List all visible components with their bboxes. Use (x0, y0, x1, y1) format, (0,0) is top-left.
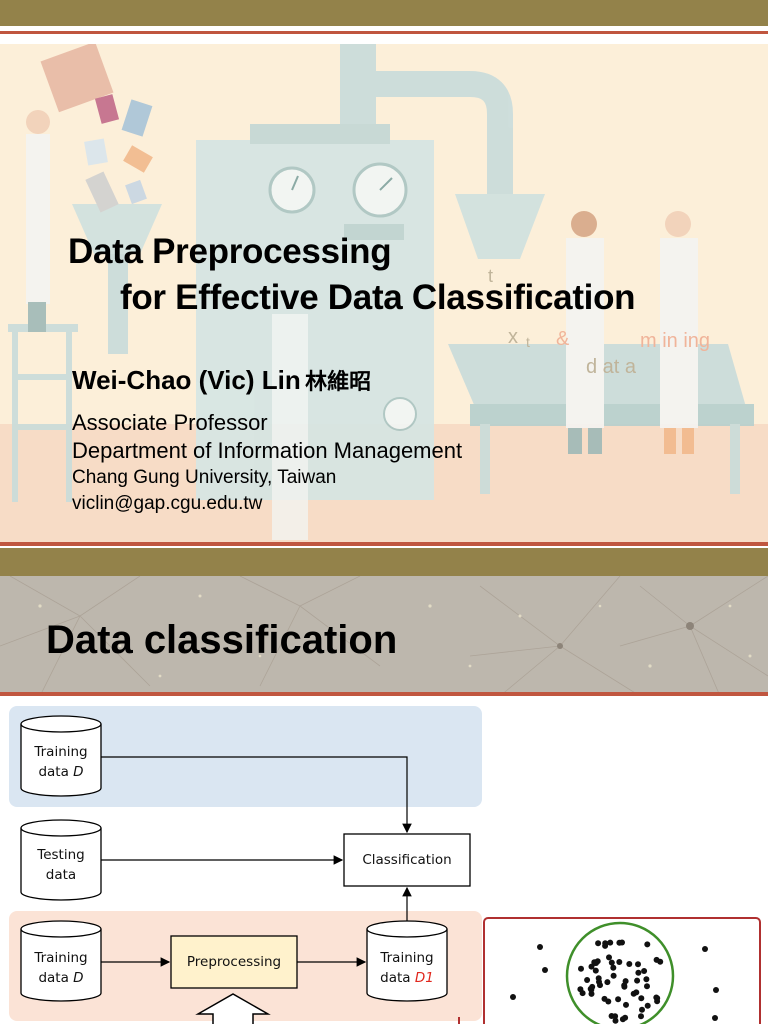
title-slide: t x t & m in ing d at a Data Preprocessi… (0, 0, 768, 548)
accent-line (0, 692, 768, 696)
cluster-dot (595, 940, 602, 947)
cylinder-label-line1: Testing (37, 847, 85, 863)
cluster-dot (644, 1002, 651, 1009)
cluster-dot (596, 978, 602, 985)
cylinder-label-line1: Training (34, 744, 88, 760)
cluster-dot (635, 969, 642, 976)
cluster-dot (615, 996, 622, 1003)
author-email[interactable]: viclin@gap.cgu.edu.tw (72, 493, 263, 514)
slide-title-line2: for Effective Data Classification (120, 278, 636, 317)
cylinder-label-line1: Training (380, 950, 434, 966)
deco-letter-t2: t (526, 334, 530, 350)
cluster-dot (630, 990, 637, 997)
illustration-background: t x t & m in ing d at a (0, 44, 768, 544)
cluster-dot (578, 965, 584, 972)
cluster-dot (622, 1014, 629, 1021)
cluster-dot (607, 939, 614, 946)
deco-ampersand: & (556, 328, 570, 350)
cluster-dot (616, 939, 623, 946)
cluster-dot (638, 995, 645, 1002)
slide-title: Data classification (46, 618, 398, 662)
cluster-dot (616, 959, 623, 965)
accent-line-top (0, 31, 768, 34)
cylinder-label-line2: data D (21, 968, 101, 988)
author-name-cjk: 林維昭 (305, 369, 372, 395)
deco-word-data: d at a (586, 356, 637, 378)
author-university: Chang Gung University, Taiwan (72, 467, 337, 488)
cluster-dot (653, 956, 660, 963)
label-variable: D (73, 764, 84, 780)
label-variable: D1 (414, 970, 434, 986)
preprocessing-box: Preprocessing (186, 954, 282, 970)
cluster-dot (638, 1013, 644, 1020)
cylinder-label-line1: Training (34, 950, 88, 966)
author-name: Wei-Chao (Vic) Lin (72, 365, 301, 395)
slide-title-line1: Data Preprocessing (68, 232, 392, 271)
cluster-dot (622, 978, 629, 985)
title-band: Data classification (0, 576, 768, 696)
cluster-dot (644, 941, 651, 948)
diagram-shapes (20, 715, 761, 1024)
cluster-dot (612, 1017, 619, 1024)
training-data-d-cylinder: Training data D (21, 742, 101, 782)
label-prefix: data (38, 970, 74, 986)
network-pattern-background (0, 576, 768, 696)
cylinder-label-line2: data D1 (367, 968, 447, 988)
training-data-d-cylinder-bottom: Training data D (21, 948, 101, 988)
author-line: Wei-Chao (Vic) Lin 林維昭 (72, 364, 371, 396)
accent-line-bottom (0, 542, 768, 546)
cluster-dot (623, 1001, 629, 1008)
classification-diagram: Training data D Testing data Classificat… (0, 696, 768, 1024)
cluster-dot (591, 959, 598, 966)
cluster-dot (608, 959, 615, 966)
cluster-dot (626, 961, 633, 967)
cluster-dot (610, 972, 617, 979)
cylinder-label-line2: data D (21, 762, 101, 782)
top-bar (0, 548, 768, 576)
label-prefix: data (380, 970, 415, 986)
cluster-dot (654, 998, 661, 1005)
cluster-dot (592, 967, 599, 974)
data-mining-machine-illustration (8, 44, 754, 540)
training-data-d1-cylinder: Training data D1 (367, 948, 447, 988)
deco-letter-t: t (488, 266, 494, 286)
classification-box: Classification (362, 852, 452, 868)
cluster-dot (612, 1013, 619, 1020)
cluster-dot (602, 940, 609, 947)
testing-data-cylinder: Testing data (21, 845, 101, 885)
label-variable: D (73, 970, 84, 986)
deco-word-mining: m in ing (640, 330, 711, 352)
deco-letter-x: x (508, 326, 518, 348)
author-position: Associate Professor (72, 410, 268, 435)
cluster-dot (639, 1006, 645, 1013)
label-prefix: data (38, 764, 74, 780)
content-slide: Data classification (0, 548, 768, 1024)
cluster-dot (604, 979, 611, 986)
cluster-dot (643, 976, 650, 983)
top-bar (0, 0, 768, 26)
cluster-dot (577, 986, 584, 993)
cluster-dot (606, 954, 612, 961)
cluster-dot (605, 998, 612, 1005)
cluster-dot (634, 977, 641, 984)
cluster-dot (584, 977, 591, 983)
cluster-dot (635, 961, 641, 968)
cluster-dot (610, 964, 617, 971)
cylinder-label-line2: data (45, 867, 77, 883)
author-department: Department of Information Management (72, 438, 463, 463)
cluster-dot (589, 983, 596, 990)
cluster-dot (644, 983, 650, 990)
cluster-dot (641, 968, 648, 974)
